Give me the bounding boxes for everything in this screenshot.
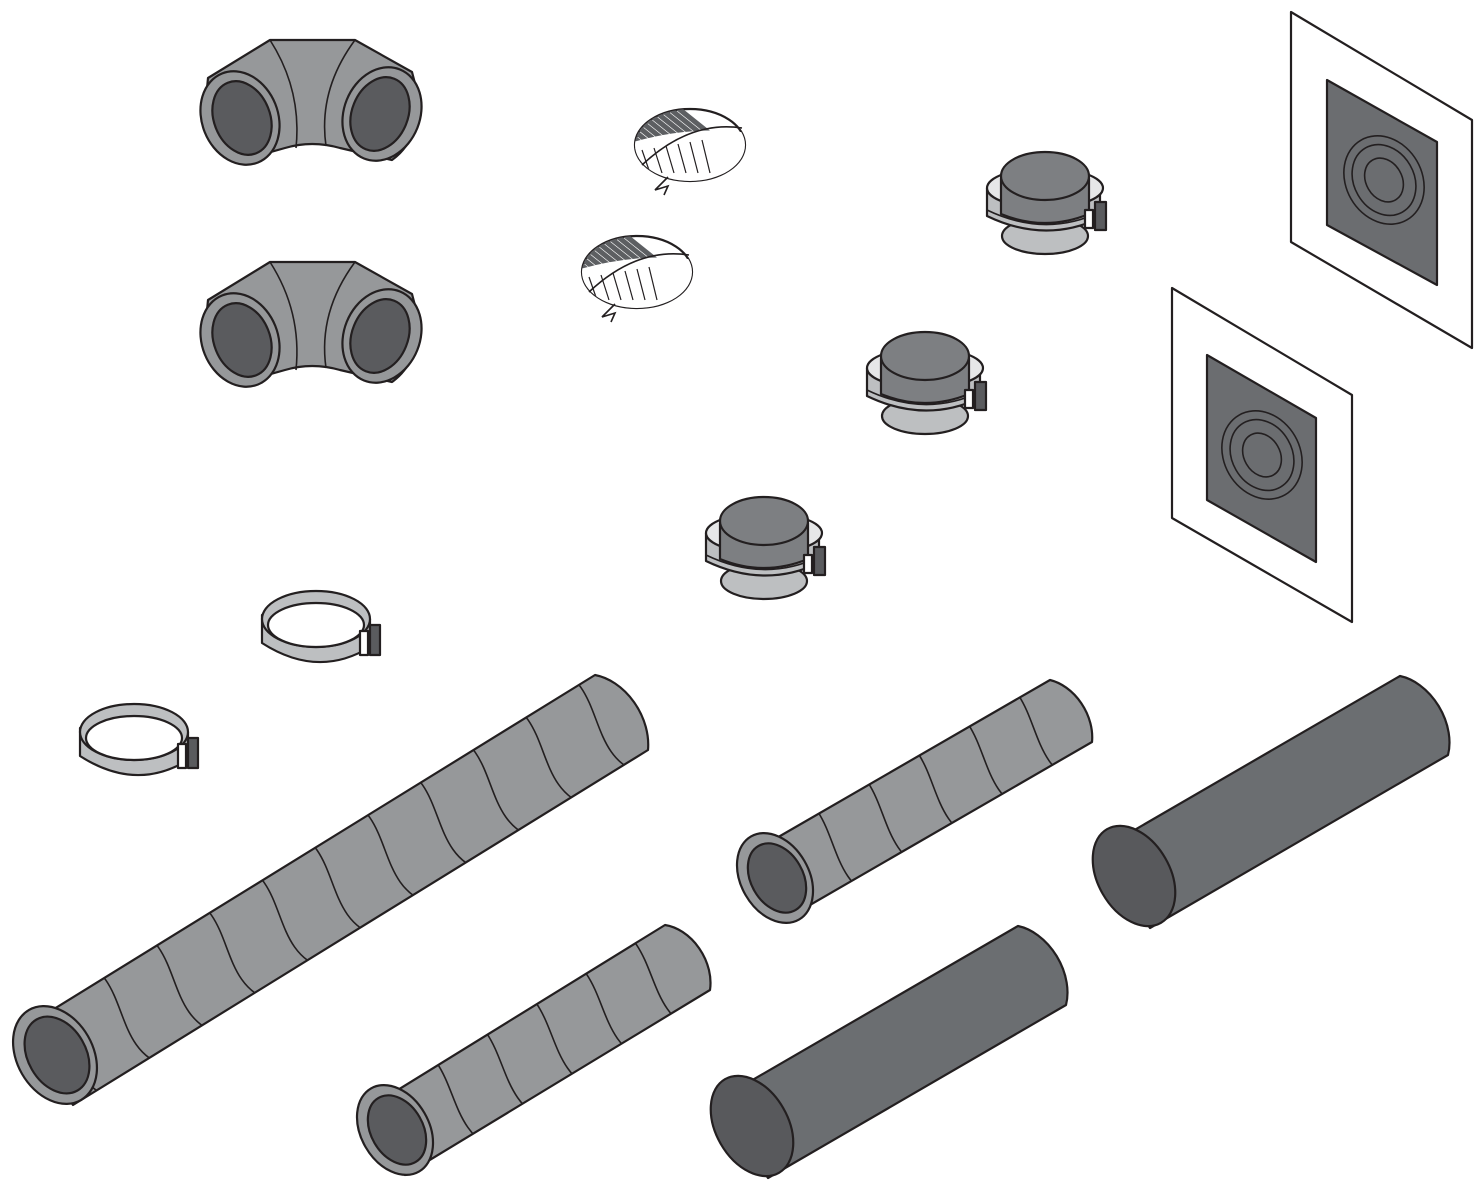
band-inner — [84, 714, 184, 762]
elbow-seam — [269, 261, 298, 371]
wall-plate — [1170, 286, 1354, 624]
plate-panel — [1205, 353, 1318, 564]
connector-cap-top — [879, 330, 971, 382]
duct-end — [709, 1074, 795, 1178]
grille-lower-face — [582, 257, 692, 308]
connector-latch-screw — [1093, 200, 1108, 232]
plate-panel — [1325, 78, 1439, 287]
duct-end — [1091, 824, 1177, 928]
elbow-opening — [211, 302, 273, 378]
connector-latch — [963, 388, 975, 410]
grille-louver-line — [689, 141, 699, 174]
plate-ring — [1221, 410, 1303, 500]
elbow-seam — [323, 39, 356, 147]
elbow-opening — [211, 80, 273, 156]
plate-ring — [1229, 418, 1295, 492]
elbow-opening — [349, 76, 411, 152]
grille-louver-line — [648, 266, 658, 301]
grille-louver-line — [636, 268, 646, 301]
connector-cap-top — [718, 495, 810, 547]
band-latch — [358, 629, 370, 657]
elbow-seam — [269, 39, 298, 149]
grille-louver-line — [600, 274, 610, 301]
band-clamp — [260, 589, 382, 664]
vent-grille — [580, 234, 694, 323]
grille-louver-line — [624, 270, 634, 301]
duct-body — [716, 924, 1069, 1180]
wall-plate — [1289, 10, 1474, 350]
clamped-connector — [704, 495, 827, 601]
grille-louver-line — [701, 139, 711, 174]
duct-body — [18, 673, 650, 1107]
grille-louver-line — [653, 147, 663, 174]
connector-latch-screw — [812, 545, 827, 577]
grille-fold-line — [641, 126, 743, 166]
clamped-connector — [985, 150, 1108, 256]
duct-opening — [366, 1094, 428, 1166]
vent-grille — [633, 107, 747, 196]
solid-duct — [1091, 674, 1451, 930]
grille-lower-face — [635, 130, 745, 181]
plate-ring — [1351, 143, 1417, 217]
spiral-duct-long — [11, 673, 650, 1107]
grille-tab — [601, 303, 617, 323]
duct-body — [360, 923, 712, 1177]
connector-latch — [802, 553, 814, 575]
duct-opening — [746, 842, 808, 914]
grille-slats — [635, 109, 745, 181]
grille-tab — [654, 176, 670, 196]
elbow-fitting — [199, 38, 423, 166]
connector-latch — [1083, 208, 1095, 230]
spiral-duct-medium — [735, 678, 1094, 925]
duct-body — [740, 678, 1094, 922]
plate-ring — [1343, 135, 1425, 225]
plate-ring — [1363, 157, 1405, 203]
band-latch-screw — [368, 623, 382, 657]
band-latch — [176, 742, 188, 770]
grille-slats — [582, 236, 692, 308]
duct-body — [1098, 674, 1451, 930]
connector-latch-screw — [973, 380, 988, 412]
elbow-seam — [323, 261, 356, 369]
band-clamp — [78, 702, 200, 777]
spiral-duct-medium — [355, 923, 712, 1177]
band-inner — [266, 601, 366, 649]
connector-cap-top — [999, 150, 1091, 202]
clamped-connector — [865, 330, 988, 436]
elbow-fitting — [199, 260, 423, 388]
grille-louver-line — [665, 145, 675, 174]
grille-fold-line — [588, 253, 690, 293]
plate-ring — [1241, 432, 1283, 478]
grille-louver-line — [612, 272, 622, 301]
band-latch-screw — [186, 736, 200, 770]
grille-louver-line — [677, 143, 687, 174]
elbow-opening — [349, 298, 411, 374]
solid-duct — [709, 924, 1069, 1180]
duct-opening — [23, 1015, 91, 1095]
